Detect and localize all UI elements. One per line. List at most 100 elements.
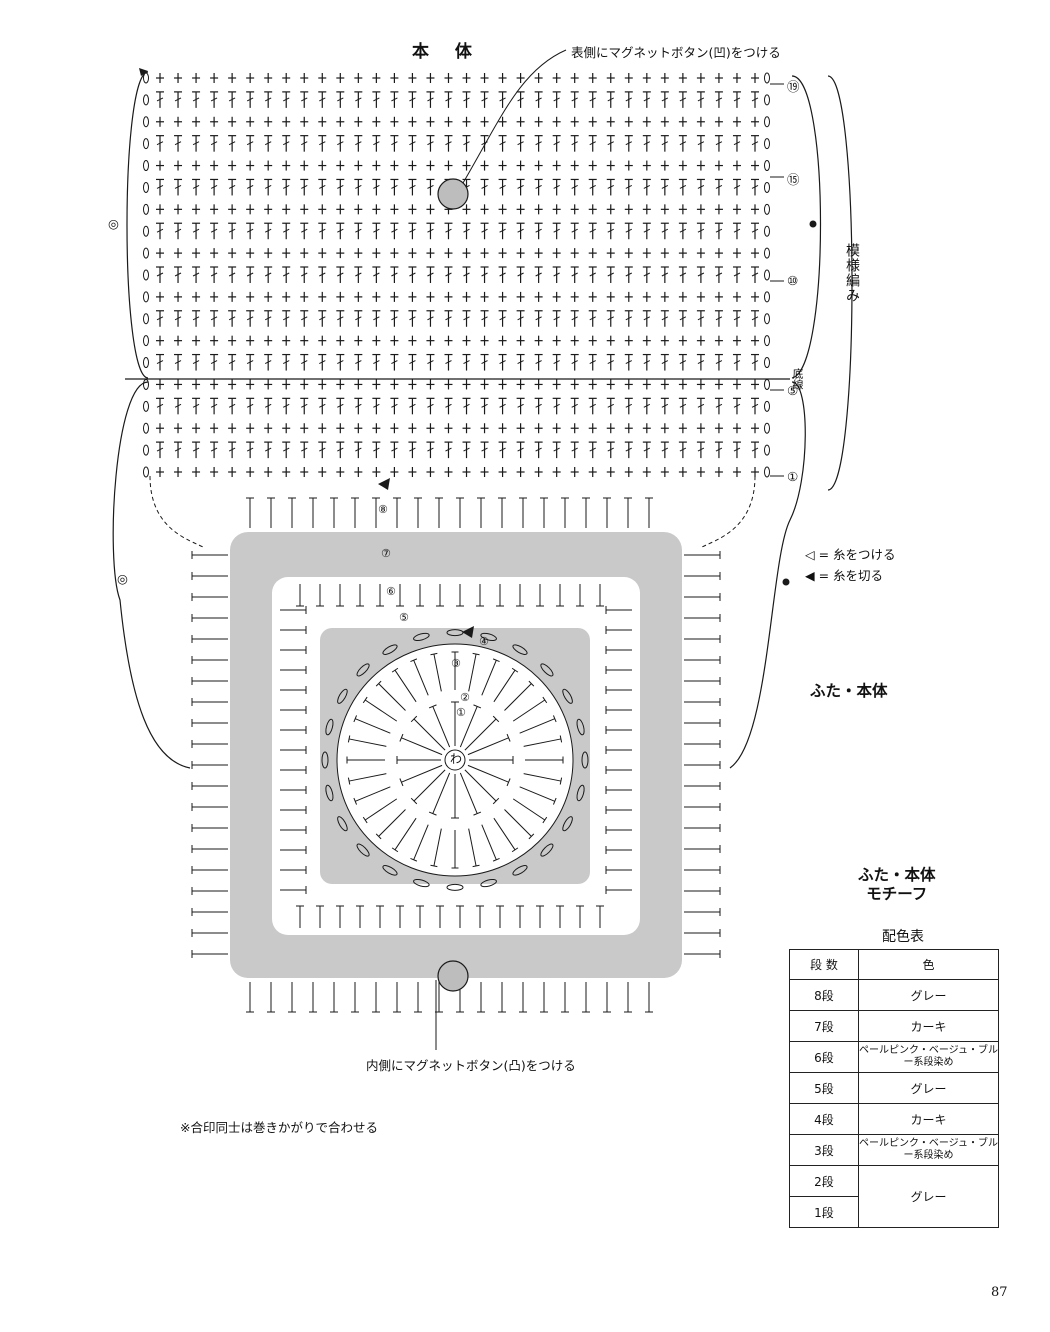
motif-chain	[413, 878, 430, 888]
double-crochet-stitch	[264, 272, 272, 277]
motif-center-stitch	[413, 718, 446, 751]
double-crochet-stitch	[481, 228, 488, 233]
double-crochet-stitch	[751, 141, 759, 146]
double-crochet-stitch	[337, 447, 344, 452]
double-crochet-stitch	[409, 184, 416, 189]
round-cell: 6段	[789, 1041, 859, 1073]
double-crochet-stitch	[661, 316, 669, 321]
double-crochet-stitch	[210, 141, 218, 146]
round-label-2: ②	[460, 691, 470, 704]
double-crochet-stitch	[517, 141, 524, 146]
double-crochet-stitch	[607, 228, 614, 233]
double-crochet-stitch	[337, 184, 344, 189]
double-crochet-stitch	[643, 184, 651, 189]
double-crochet-stitch	[733, 447, 741, 452]
double-crochet-stitch	[517, 272, 524, 277]
double-crochet-stitch	[571, 272, 578, 277]
double-crochet-stitch	[301, 272, 308, 277]
double-crochet-stitch	[481, 403, 488, 408]
double-crochet-stitch	[192, 141, 200, 146]
double-crochet-stitch	[697, 97, 705, 102]
double-crochet-stitch	[481, 97, 488, 102]
double-crochet-stitch	[715, 272, 723, 277]
double-crochet-stitch	[715, 228, 723, 233]
double-crochet-stitch	[228, 316, 236, 321]
double-crochet-stitch	[463, 403, 470, 408]
double-crochet-stitch	[246, 272, 254, 277]
chain-stitch	[764, 400, 770, 412]
double-crochet-stitch	[643, 403, 651, 408]
double-crochet-stitch	[391, 403, 398, 408]
double-crochet-stitch	[625, 447, 633, 452]
double-crochet-stitch	[679, 141, 687, 146]
double-crochet-stitch	[427, 141, 434, 146]
double-crochet-stitch	[607, 97, 614, 102]
round-label-1: ①	[456, 706, 466, 719]
color-table-header: 段 数 色	[789, 949, 999, 980]
double-crochet-stitch	[409, 447, 416, 452]
motif-center-stitch	[492, 797, 500, 805]
double-crochet-stitch	[679, 97, 687, 102]
double-crochet-stitch	[210, 403, 218, 408]
double-crochet-stitch	[228, 447, 236, 452]
motif-center-stitch	[410, 797, 418, 805]
double-crochet-stitch	[355, 97, 362, 102]
motif-title-line1: ふた・本体	[858, 866, 936, 884]
double-crochet-stitch	[391, 360, 398, 365]
double-crochet-stitch	[715, 184, 723, 189]
chain-stitch	[764, 357, 770, 369]
color-row: 1段	[789, 1196, 999, 1228]
chain-stitch	[764, 466, 770, 478]
double-crochet-stitch	[643, 447, 651, 452]
double-crochet-stitch	[463, 272, 470, 277]
double-crochet-stitch	[174, 184, 182, 189]
motif-chain	[337, 688, 348, 704]
double-crochet-stitch	[535, 316, 542, 321]
double-crochet-stitch	[319, 272, 326, 277]
double-crochet-stitch	[751, 272, 759, 277]
header-round: 段 数	[789, 949, 859, 980]
motif-chain	[321, 751, 329, 769]
color-cell: カーキ	[858, 1103, 999, 1135]
double-crochet-stitch	[625, 272, 633, 277]
double-crochet-stitch	[445, 403, 452, 408]
motif-round3-stitch	[410, 857, 418, 862]
double-crochet-stitch	[499, 97, 506, 102]
double-crochet-stitch	[319, 97, 326, 102]
chain-stitch	[764, 94, 770, 106]
header-color: 色	[858, 949, 999, 980]
double-crochet-stitch	[625, 316, 633, 321]
double-crochet-stitch	[571, 316, 578, 321]
motif-round3-stitch	[391, 667, 399, 673]
motif-chain	[413, 632, 430, 642]
double-crochet-stitch	[246, 316, 254, 321]
motif-round3-stitch	[394, 669, 417, 703]
double-crochet-stitch	[264, 403, 272, 408]
join-dot	[782, 578, 790, 586]
chain-stitch	[143, 466, 149, 478]
double-crochet-stitch	[409, 228, 416, 233]
row-label-5: ⑤	[787, 383, 799, 398]
double-crochet-stitch	[427, 403, 434, 408]
motif-round3-stitch	[348, 738, 387, 747]
double-crochet-stitch	[319, 184, 326, 189]
double-crochet-stitch	[625, 184, 633, 189]
cut-symbol: ◀	[805, 568, 815, 583]
round-cell: 1段	[789, 1196, 859, 1228]
row-label-15: ⑮	[787, 172, 800, 187]
chain-stitch	[143, 160, 149, 172]
motif-round3-stitch	[542, 816, 548, 824]
double-crochet-stitch	[625, 228, 633, 233]
chain-stitch	[143, 291, 149, 303]
color-cell-merged: グレー	[858, 1165, 999, 1228]
chain-stitch	[764, 225, 770, 237]
double-crochet-stitch	[264, 360, 272, 365]
motif-center-stitch	[413, 769, 446, 802]
motif-round3-stitch	[353, 715, 358, 723]
double-crochet-stitch	[751, 403, 759, 408]
double-crochet-stitch	[282, 272, 290, 277]
double-crochet-stitch	[319, 403, 326, 408]
magnet-button-convex	[437, 960, 469, 992]
motif-chain	[480, 632, 497, 642]
